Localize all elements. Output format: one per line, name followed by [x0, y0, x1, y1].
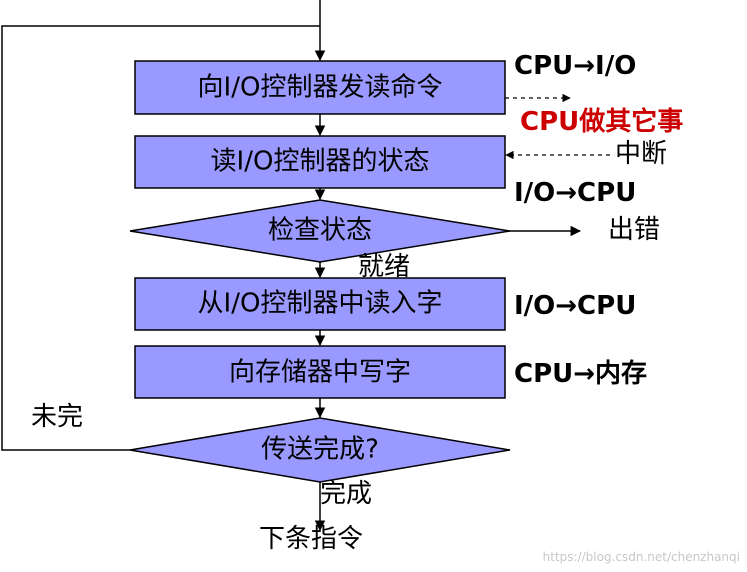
interrupt-label: 中断	[615, 139, 667, 169]
check-status-diamond	[129, 199, 511, 263]
read-controller-status-text: 读I/O控制器的状态	[211, 147, 430, 177]
send-read-command-box	[134, 60, 506, 115]
next-instruction-label: 下条指令	[259, 524, 363, 554]
transfer-done-diamond	[129, 417, 511, 483]
cpu-to-io-label: CPU→I/O	[514, 51, 636, 81]
read-word-text: 从I/O控制器中读入字	[198, 289, 443, 319]
cpu-to-memory-label: CPU→内存	[514, 359, 647, 389]
write-memory-text: 向存储器中写字	[229, 358, 411, 388]
io-to-cpu-status-label: I/O→CPU	[514, 178, 636, 208]
loop-back-path	[1, 25, 320, 451]
cpu-other-work-label: CPU做其它事	[520, 106, 683, 137]
not-done-label: 未完	[31, 402, 83, 432]
transfer-done-text: 传送完成?	[261, 435, 379, 465]
watermark-text: https://blog.csdn.net/chenzhanqi	[543, 550, 740, 564]
ready-label: 就绪	[358, 252, 410, 282]
read-word-box	[134, 277, 506, 331]
check-status-text: 检查状态	[268, 216, 372, 246]
io-to-cpu-word-label: I/O→CPU	[514, 291, 636, 321]
write-memory-box	[134, 345, 506, 399]
send-read-command-text: 向I/O控制器发读命令	[198, 73, 443, 103]
read-controller-status-box	[134, 135, 506, 189]
done-label: 完成	[320, 479, 372, 509]
error-label: 出错	[608, 215, 660, 245]
